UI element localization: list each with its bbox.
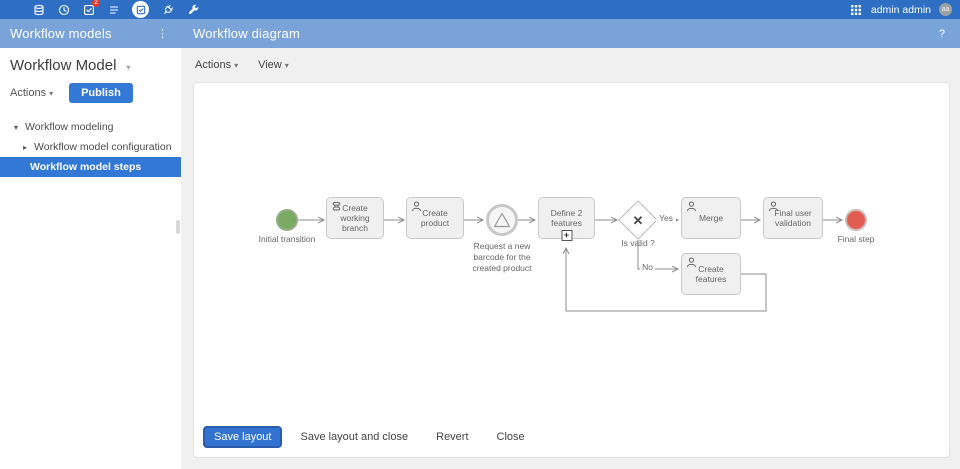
canvas-footer: Save layout Save layout and close Revert… <box>203 426 535 448</box>
avatar[interactable]: aa <box>939 3 952 16</box>
task-define-features[interactable]: Define 2 features + <box>538 197 595 241</box>
user-icon <box>768 201 779 212</box>
signal-event-node[interactable] <box>486 204 518 236</box>
tasks-badge: 2 <box>92 0 100 7</box>
wrench-icon[interactable] <box>186 3 199 16</box>
main-header: Workflow diagram ? <box>181 19 960 48</box>
start-event-label: Initial transition <box>258 234 316 244</box>
yes-flow-label: Yes <box>656 213 676 224</box>
tree-item-workflow-modeling[interactable]: ▾ Workflow modeling <box>14 121 114 133</box>
chevron-down-icon: ▾ <box>49 89 54 98</box>
main-panel: Actions▾ View▾ <box>181 48 960 469</box>
user-icon <box>686 201 697 212</box>
task-final-user-validation[interactable]: Final user validation <box>763 197 823 239</box>
chevron-down-icon: ▾ <box>284 61 289 70</box>
tasks-icon[interactable]: 2 <box>82 0 100 16</box>
plug-icon[interactable] <box>161 3 174 16</box>
chevron-down-icon: ▾ <box>234 61 239 70</box>
user-icon <box>411 201 422 212</box>
workflow-active-icon[interactable] <box>132 1 149 18</box>
clock-icon[interactable] <box>57 3 70 16</box>
sub-header: Workflow models ⋮ Workflow diagram ? <box>0 19 960 48</box>
gateway-x-icon: ✕ <box>632 212 644 228</box>
sidebar: Workflow Model ▾ Actions▾ Publish ▾ Work… <box>0 48 181 469</box>
user-icon <box>686 257 697 268</box>
no-flow-label: No <box>640 262 655 273</box>
caret-right-icon[interactable]: ▸ <box>23 142 28 152</box>
workflow-tree: ▾ Workflow modeling ▸ Workflow model con… <box>0 117 181 177</box>
caret-down-icon[interactable]: ▾ <box>14 122 19 132</box>
page-title: Workflow diagram <box>193 26 300 41</box>
tree-item-workflow-model-steps[interactable]: Workflow model steps <box>0 157 181 177</box>
script-icon <box>331 201 342 212</box>
model-title-caret-icon[interactable]: ▾ <box>126 63 131 72</box>
top-bar: 2 admin admin aa <box>0 0 960 19</box>
close-button[interactable]: Close <box>487 427 535 447</box>
model-title: Workflow Model <box>10 57 117 74</box>
connector-layer <box>298 83 950 312</box>
end-event-label: Final step <box>837 234 875 244</box>
start-event-node[interactable] <box>276 209 298 231</box>
database-icon[interactable] <box>32 3 45 16</box>
task-create-features[interactable]: Create features <box>681 253 741 295</box>
task-create-working-branch[interactable]: Create working branch <box>326 197 384 239</box>
revert-button[interactable]: Revert <box>426 427 478 447</box>
user-name[interactable]: admin admin <box>870 3 931 16</box>
top-bar-icons: 2 <box>32 0 199 18</box>
save-layout-close-button[interactable]: Save layout and close <box>290 427 418 447</box>
sidebar-header: Workflow models ⋮ <box>0 19 181 48</box>
list-icon[interactable] <box>107 3 120 16</box>
toolbar-actions-menu[interactable]: Actions▾ <box>195 59 239 71</box>
triangle-icon <box>493 212 511 228</box>
save-layout-button[interactable]: Save layout <box>203 426 283 448</box>
task-merge[interactable]: Merge <box>681 197 741 239</box>
diagram-toolbar: Actions▾ View▾ <box>181 48 960 82</box>
end-event-node[interactable] <box>845 209 867 231</box>
task-create-product[interactable]: Create product <box>406 197 464 239</box>
sidebar-panel-title: Workflow models <box>10 26 112 41</box>
tree-item-workflow-model-configuration[interactable]: ▸ Workflow model configuration <box>23 141 172 153</box>
help-icon[interactable]: ? <box>938 27 945 40</box>
kebab-menu-icon[interactable]: ⋮ <box>157 28 168 40</box>
diagram-canvas[interactable]: Initial transition Create working branch… <box>193 82 950 458</box>
top-bar-user-area: admin admin aa <box>850 3 952 16</box>
gateway-label: Is valid ? <box>621 238 655 248</box>
sidebar-actions-menu[interactable]: Actions▾ <box>10 87 54 99</box>
apps-grid-icon[interactable] <box>850 3 863 16</box>
sidebar-scrollbar[interactable] <box>176 220 180 234</box>
publish-button[interactable]: Publish <box>69 83 133 103</box>
toolbar-view-menu[interactable]: View▾ <box>258 59 289 71</box>
subprocess-plus-marker[interactable]: + <box>561 230 572 241</box>
signal-event-label: Request a new barcode for the created pr… <box>472 241 532 274</box>
